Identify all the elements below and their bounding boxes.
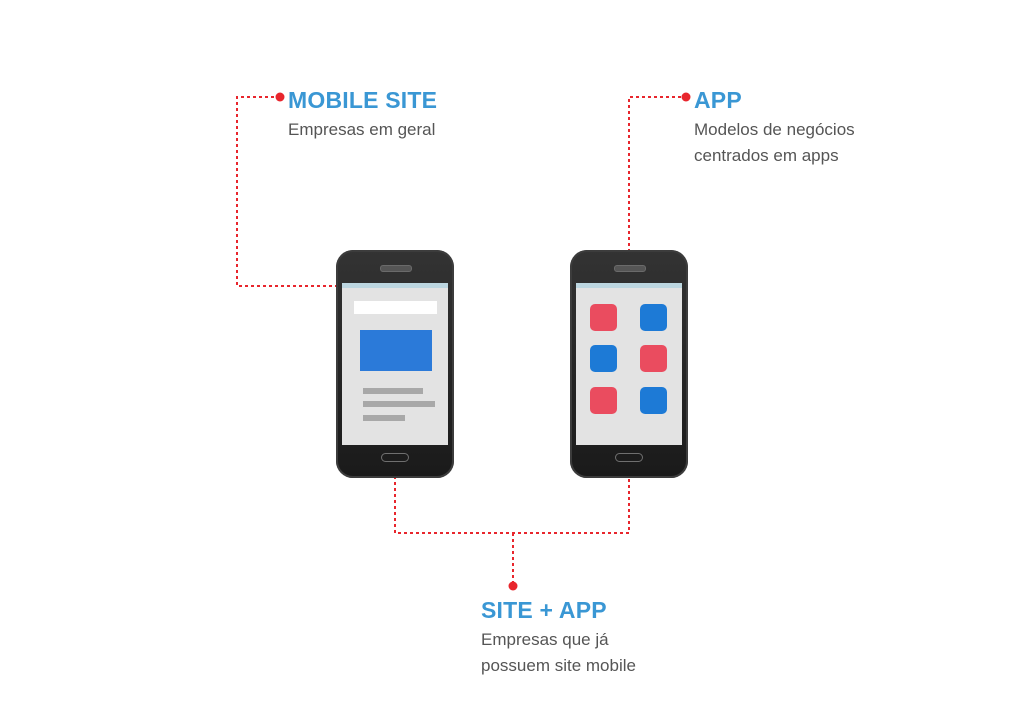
app-icon-red bbox=[590, 387, 617, 414]
text-line bbox=[363, 388, 423, 394]
text-line bbox=[363, 401, 435, 407]
app-dot bbox=[681, 92, 691, 102]
mobile-site-connector bbox=[236, 96, 338, 287]
site-app-description-line-1: Empresas que já bbox=[481, 630, 609, 649]
site-app-description: Empresas que já possuem site mobile bbox=[481, 627, 636, 679]
mobile-site-screen bbox=[342, 283, 448, 445]
mobile-site-dot bbox=[275, 92, 285, 102]
home-button bbox=[381, 453, 409, 462]
url-bar bbox=[354, 301, 437, 314]
mobile-site-description: Empresas em geral bbox=[288, 120, 436, 139]
home-button bbox=[615, 453, 643, 462]
app-description: Modelos de negócios centrados em apps bbox=[694, 117, 855, 169]
app-label: APP Modelos de negócios centrados em app… bbox=[694, 87, 855, 169]
app-connector bbox=[628, 96, 682, 252]
mobile-site-phone bbox=[336, 250, 454, 478]
site-app-title: SITE + APP bbox=[481, 597, 607, 623]
phone-speaker bbox=[380, 265, 412, 272]
text-line bbox=[363, 415, 405, 421]
app-icon-blue bbox=[590, 345, 617, 372]
site-app-description-line-2: possuem site mobile bbox=[481, 656, 636, 675]
app-title: APP bbox=[694, 87, 742, 113]
app-icon-blue bbox=[640, 304, 667, 331]
site-app-connector bbox=[394, 476, 630, 534]
mobile-site-label: MOBILE SITE Empresas em geral bbox=[288, 87, 437, 143]
app-icon-blue bbox=[640, 387, 667, 414]
app-description-line-2: centrados em apps bbox=[694, 146, 839, 165]
app-icon-red bbox=[590, 304, 617, 331]
mobile-site-title: MOBILE SITE bbox=[288, 87, 438, 113]
phone-speaker bbox=[614, 265, 646, 272]
hero-image-block bbox=[360, 330, 432, 371]
app-description-line-1: Modelos de negócios bbox=[694, 120, 855, 139]
app-screen bbox=[576, 283, 682, 445]
status-bar bbox=[576, 283, 682, 288]
status-bar bbox=[342, 283, 448, 288]
app-phone bbox=[570, 250, 688, 478]
site-app-dot bbox=[508, 581, 518, 591]
app-icon-red bbox=[640, 345, 667, 372]
site-app-label: SITE + APP Empresas que já possuem site … bbox=[481, 597, 636, 679]
